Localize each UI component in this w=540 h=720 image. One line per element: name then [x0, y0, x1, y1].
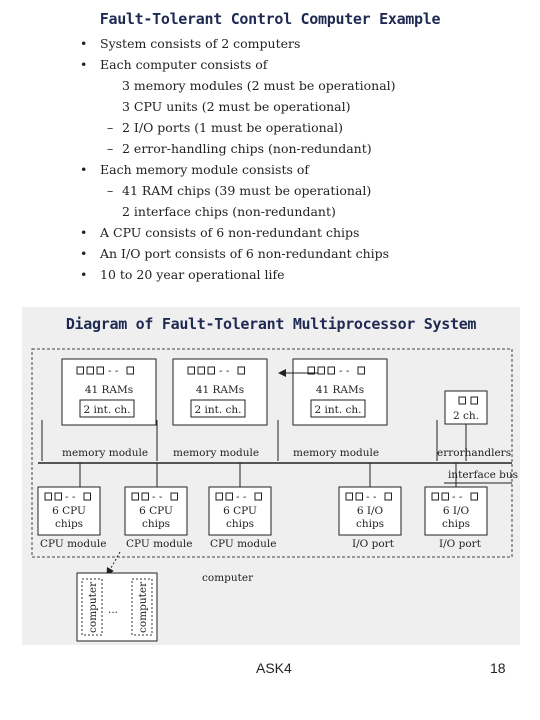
memory-module-3: - - 41 RAMs 2 int. ch.: [292, 358, 388, 426]
svg-text:chips: chips: [142, 518, 170, 530]
svg-text:chips: chips: [55, 518, 83, 530]
svg-text:chips: chips: [226, 518, 254, 530]
computer-label: computer: [202, 572, 254, 584]
svg-text:6 I/O: 6 I/O: [357, 505, 384, 517]
io-port-1: - - 6 I/O chips: [338, 486, 402, 536]
interface-chips-label: 2 int. ch.: [194, 404, 241, 416]
ram-count-label: 41 RAMs: [316, 384, 364, 396]
io-port-2: - - 6 I/O chips: [424, 486, 488, 536]
errorhandlers-label: errorhandlers: [437, 447, 511, 459]
memory-module-1: - - 41 RAMs 2 int. ch.: [61, 358, 157, 426]
io-port-label: I/O port: [439, 538, 482, 550]
ellipsis-label: ...: [108, 604, 118, 616]
svg-text:- -: - -: [108, 365, 119, 377]
memory-module-label: memory module: [293, 447, 379, 459]
footer-label: ASK4: [256, 660, 292, 676]
svg-text:- -: - -: [65, 491, 76, 503]
interface-chips-label: 2 int. ch.: [314, 404, 361, 416]
bullet-item: •Each computer consists of: [80, 57, 268, 72]
computer-unit-label: computer: [137, 581, 149, 633]
svg-text:6 CPU: 6 CPU: [52, 505, 86, 517]
svg-text:- -: - -: [219, 365, 230, 377]
memory-module-label: memory module: [173, 447, 259, 459]
two-computer-system: computer computer ...: [76, 572, 158, 642]
ram-count-label: 41 RAMs: [85, 384, 133, 396]
bullet-item: 3 CPU units (2 must be operational): [122, 99, 351, 114]
computer-dashed-box: [31, 348, 513, 558]
cpu-module-label: CPU module: [40, 538, 106, 550]
bullet-item: 2 interface chips (non-redundant): [122, 204, 336, 219]
errorhandlers-box: 2 ch.: [444, 390, 488, 425]
dotted-arrow-icon: [106, 551, 121, 576]
svg-text:6 I/O: 6 I/O: [443, 505, 470, 517]
bullet-item: •System consists of 2 computers: [80, 36, 301, 51]
memory-module-label: memory module: [62, 447, 148, 459]
cpu-module-label: CPU module: [126, 538, 192, 550]
svg-text:- -: - -: [452, 491, 463, 503]
svg-text:- -: - -: [339, 365, 350, 377]
svg-text:6 CPU: 6 CPU: [139, 505, 173, 517]
io-port-label: I/O port: [352, 538, 395, 550]
bullet-item: –2 error-handling chips (non-redundant): [107, 141, 372, 156]
bullet-item: 3 memory modules (2 must be operational): [122, 78, 396, 93]
svg-text:chips: chips: [356, 518, 384, 530]
multiprocessor-diagram: - - 41 RAMs 2 int. ch. - - 41 RAMs 2 int…: [31, 348, 518, 642]
diagram-panel: Diagram of Fault-Tolerant Multiprocessor…: [22, 307, 520, 645]
computer-unit-label: computer: [87, 581, 99, 633]
bullet-item: •An I/O port consists of 6 non-redundant…: [80, 246, 390, 261]
bullet-item: •Each memory module consists of: [80, 162, 310, 177]
svg-text:chips: chips: [442, 518, 470, 530]
svg-text:- -: - -: [236, 491, 247, 503]
cpu-module-label: CPU module: [210, 538, 276, 550]
bullet-item: •10 to 20 year operational life: [80, 267, 285, 282]
svg-text:- -: - -: [366, 491, 377, 503]
bullet-item: –2 I/O ports (1 must be operational): [107, 120, 343, 135]
cpu-module-2: - - 6 CPU chips: [124, 486, 188, 536]
ram-count-label: 41 RAMs: [196, 384, 244, 396]
slide-title: Fault-Tolerant Control Computer Example: [99, 10, 441, 28]
bullet-item: –41 RAM chips (39 must be operational): [107, 183, 372, 198]
svg-text:- -: - -: [152, 491, 163, 503]
interface-bus-label: interface bus: [448, 469, 518, 481]
svg-text:6 CPU: 6 CPU: [223, 505, 257, 517]
page-number: 18: [490, 660, 506, 676]
cpu-module-1: - - 6 CPU chips: [37, 486, 101, 536]
memory-module-2: - - 41 RAMs 2 int. ch.: [172, 358, 268, 426]
diagram-title: Diagram of Fault-Tolerant Multiprocessor…: [65, 315, 477, 333]
bullet-item: •A CPU consists of 6 non-redundant chips: [80, 225, 360, 240]
errorhandler-chips-label: 2 ch.: [453, 410, 479, 422]
interface-chips-label: 2 int. ch.: [83, 404, 130, 416]
cpu-module-3: - - 6 CPU chips: [208, 486, 272, 536]
